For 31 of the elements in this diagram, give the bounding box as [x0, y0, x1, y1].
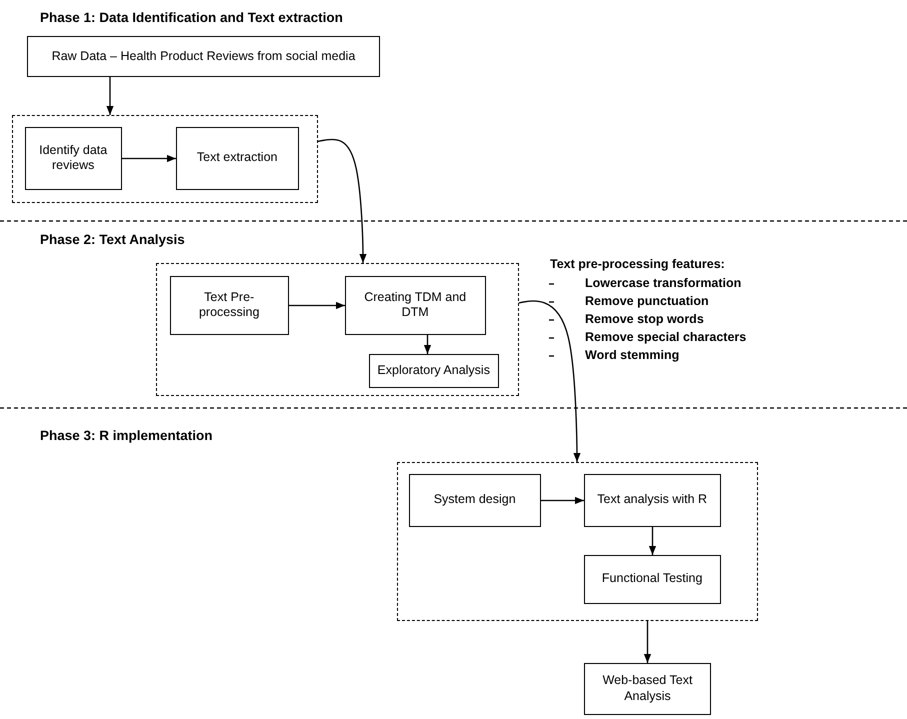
list-item: Remove special characters — [585, 330, 746, 344]
process-box: Creating TDM and DTM — [344, 276, 486, 335]
process-box: Text analysis with R — [584, 474, 721, 527]
list-item: Word stemming — [585, 348, 680, 362]
arrow — [644, 621, 652, 663]
process-box: Functional Testing — [584, 554, 721, 604]
list-item: Remove stop words — [585, 312, 704, 326]
arrow — [318, 138, 367, 263]
list-item: Remove punctuation — [585, 294, 709, 308]
arrow — [541, 496, 584, 504]
process-box: Identify data reviews — [24, 126, 122, 190]
arrow — [106, 77, 114, 115]
dashed-group-box — [12, 115, 318, 203]
process-box: Web-based Text Analysis — [584, 663, 711, 715]
arrow — [648, 527, 656, 555]
arrow — [289, 302, 345, 310]
section-heading: Phase 2: Text Analysis — [40, 232, 185, 247]
process-box: Exploratory Analysis — [368, 354, 499, 388]
list-item: Lowercase transformation — [585, 276, 742, 290]
arrow — [518, 300, 581, 462]
process-box: Text extraction — [176, 126, 299, 190]
section-heading: Phase 3: R implementation — [40, 428, 213, 443]
process-box: Raw Data – Health Product Reviews from social media — [27, 36, 380, 77]
dashed-group-box — [156, 263, 519, 396]
process-box: Text Pre-processing — [170, 276, 289, 335]
arrow — [424, 335, 432, 354]
dashed-group-box — [397, 462, 758, 621]
section-heading: Phase 1: Data Identification and Text extraction — [40, 10, 343, 25]
process-box: System design — [408, 474, 541, 527]
note-heading: Text pre-processing features: — [550, 257, 725, 271]
arrow — [122, 154, 176, 162]
